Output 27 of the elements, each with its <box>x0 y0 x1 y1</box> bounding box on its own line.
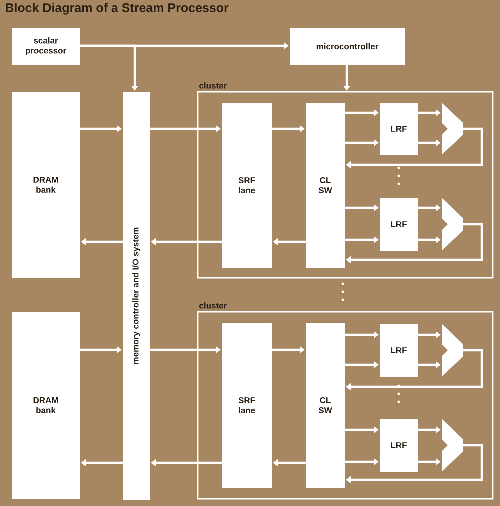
cluster-label: cluster <box>200 82 227 89</box>
block-box: SRF lane <box>222 103 272 268</box>
cluster-label: cluster <box>200 302 227 309</box>
title: Block Diagram of a Stream Processor <box>6 3 229 15</box>
block-box: scalar processor <box>12 28 80 65</box>
block-box: LRF <box>380 103 418 155</box>
alu-symbol <box>442 324 463 377</box>
system-bar: memory controller and I/O system <box>123 92 150 500</box>
block-box: CL SW <box>306 323 345 488</box>
arrow <box>346 223 484 264</box>
arrow <box>80 44 139 91</box>
block-box: LRF <box>380 324 418 377</box>
cluster-frame <box>197 91 494 279</box>
arrow <box>346 128 484 169</box>
cluster-frame <box>197 311 494 500</box>
block-box: DRAM bank <box>12 312 80 499</box>
block-box: SRF lane <box>222 323 272 488</box>
arrow <box>346 444 484 484</box>
block-box: CL SW <box>306 103 345 268</box>
block-box: microcontroller <box>290 28 405 65</box>
block-box: LRF <box>380 198 418 251</box>
alu-symbol <box>442 198 463 251</box>
alu-symbol <box>442 419 463 472</box>
arrow <box>346 349 484 391</box>
alu-symbol <box>442 103 463 155</box>
block-box: DRAM bank <box>12 92 80 278</box>
block-box: LRF <box>380 419 418 472</box>
